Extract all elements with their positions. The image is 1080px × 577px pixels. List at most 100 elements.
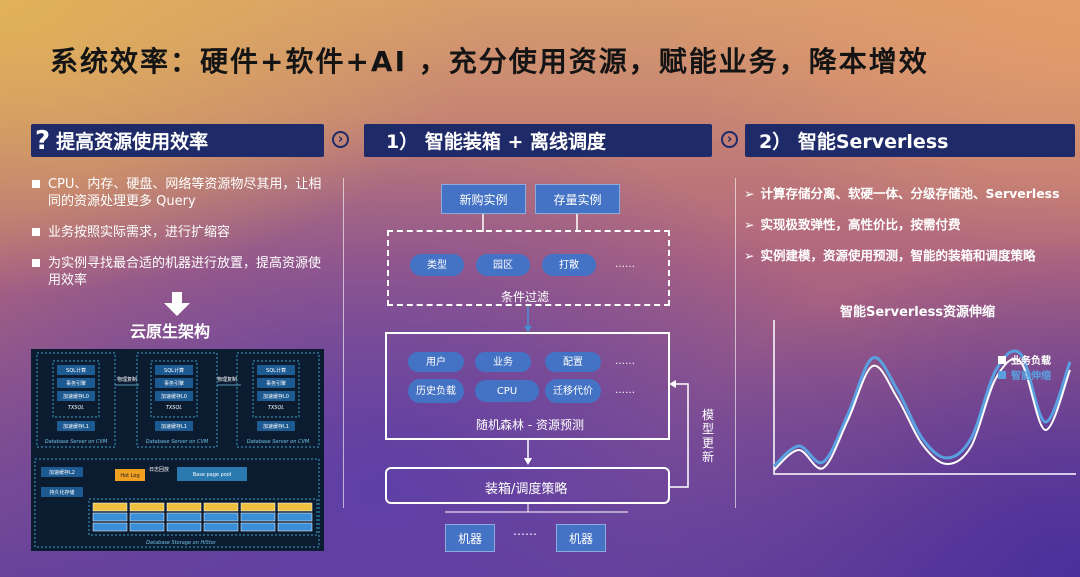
svg-text:加速缓存L1: 加速缓存L1 [263, 423, 289, 430]
flow-connectors [445, 214, 689, 513]
svg-text:加速缓存L0: 加速缓存L0 [263, 393, 289, 400]
filter-more: …… [615, 259, 635, 270]
model-pill: 迁移代价 [545, 379, 601, 403]
existing-instance-node: 存量实例 [535, 184, 620, 214]
filter-pill: 打散 [542, 254, 596, 276]
chart-legend: 业务负载 智能伸缩 [998, 352, 1051, 382]
svg-text:SQL计算: SQL计算 [266, 367, 286, 374]
panel1-bullet: CPU、内存、硬盘、网络等资源物尽其用，让相同的资源处理更多 Query [32, 176, 322, 210]
storage-cell [129, 502, 165, 512]
serverless-chart [772, 320, 1076, 475]
machine-more: …… [513, 524, 537, 538]
filter-pill: 类型 [410, 254, 464, 276]
series-line-1 [772, 349, 1072, 468]
chart-title: 智能Serverless资源伸缩 [840, 305, 996, 320]
svg-text:TXSQL: TXSQL [68, 405, 85, 411]
svg-text:Database Server on CVM: Database Server on CVM [247, 439, 310, 445]
svg-text:持久化存储: 持久化存储 [49, 489, 74, 496]
storage-cell [240, 522, 276, 532]
storage-cell [240, 512, 276, 522]
svg-text:SQL计算: SQL计算 [164, 367, 184, 374]
model-pill: 业务 [475, 352, 531, 372]
svg-text:加速缓存L1: 加速缓存L1 [63, 423, 89, 430]
storage-cell [240, 502, 276, 512]
filter-label: 条件过滤 [501, 290, 550, 304]
legend-swatch [998, 355, 1006, 364]
strategy-box [385, 467, 670, 504]
svg-text:事务引擎: 事务引擎 [164, 380, 184, 387]
storage-cell [92, 522, 128, 532]
cloud-native-label: 云原生架构 [130, 322, 211, 341]
question-icon: ? [35, 125, 51, 156]
model-update-label: 模型更新 [702, 408, 715, 464]
svg-text:Hot Log: Hot Log [120, 473, 139, 479]
storage-cell [129, 512, 165, 522]
page-title: 系统效率：硬件+软件+AI ，充分使用资源，赋能业务，降本增效 [50, 45, 929, 78]
machine-node: 机器 [445, 524, 495, 552]
divider [735, 178, 736, 508]
model-label: 随机森林 - 资源预测 [476, 418, 584, 432]
svg-text:Database Storage on HiStor: Database Storage on HiStor [146, 540, 217, 546]
storage-cell [92, 502, 128, 512]
chevron-right-icon: › [332, 131, 349, 148]
chevron-right-icon: › [721, 131, 738, 148]
svg-text:加速缓存L2: 加速缓存L2 [49, 469, 75, 476]
svg-text:加速缓存L1: 加速缓存L1 [161, 423, 187, 430]
server-node: SQL计算 事务引擎 加速缓存L0 TXSQL 加速缓存L1 Database … [36, 352, 116, 448]
svg-text:日志回放: 日志回放 [149, 466, 169, 473]
model-pill: CPU [475, 380, 539, 402]
model-pill: 历史负载 [408, 379, 464, 403]
svg-text:TXSQL: TXSQL [268, 405, 285, 411]
down-arrow-icon [164, 292, 190, 316]
panel2-header: 1） 智能装箱 + 离线调度 [364, 124, 712, 157]
model-pill: 配置 [545, 352, 601, 372]
storage-cell [203, 512, 239, 522]
svg-text:SQL计算: SQL计算 [66, 367, 86, 374]
storage-cell [166, 502, 202, 512]
panel1-bullet: 为实例寻找最合适的机器进行放置，提高资源使用效率 [32, 255, 322, 289]
model-more: …… [615, 356, 635, 367]
storage-cell [277, 502, 313, 512]
storage-cell [129, 522, 165, 532]
panel1-header-text: 提高资源使用效率 [56, 131, 209, 153]
svg-text:加速缓存L0: 加速缓存L0 [63, 393, 89, 400]
model-box [385, 332, 670, 440]
storage-cell [203, 522, 239, 532]
filter-pill: 园区 [476, 254, 530, 276]
svg-text:物理复制: 物理复制 [217, 376, 237, 383]
panel1-bullets: CPU、内存、硬盘、网络等资源物尽其用，让相同的资源处理更多 Query 业务按… [32, 176, 322, 303]
svg-text:Base page pool: Base page pool [193, 472, 232, 478]
scheduling-flow: 新购实例 存量实例 类型 园区 打散 …… 条件过滤 用户 业务 配置 …… 历… [370, 180, 714, 570]
storage-cell [277, 512, 313, 522]
svg-text:加速缓存L0: 加速缓存L0 [161, 393, 187, 400]
panel3-bullets: ➢计算存储分离、软硬一体、分级存储池、Serverless ➢实现极致弹性，高性… [744, 183, 1080, 276]
series-line-0 [773, 357, 1071, 471]
strategy-label: 装箱/调度策略 [485, 482, 568, 497]
legend-item: 智能伸缩 [998, 367, 1051, 382]
new-instance-node: 新购实例 [441, 184, 526, 214]
legend-swatch [998, 370, 1006, 379]
svg-text:事务引擎: 事务引擎 [66, 380, 86, 387]
svg-text:Database Server on CVM: Database Server on CVM [146, 439, 209, 445]
storage-cell [166, 522, 202, 532]
storage-cell [166, 512, 202, 522]
server-node: SQL计算 事务引擎 加速缓存L0 TXSQL 加速缓存L1 Database … [136, 352, 218, 448]
divider [343, 178, 344, 508]
storage-layer: 加速缓存L2 持久化存储 Hot Log 日志回放 Base page pool… [34, 458, 320, 548]
storage-cell [277, 522, 313, 532]
machine-node: 机器 [556, 524, 606, 552]
panel3-bullet: ➢实例建模，资源使用预测，智能的装箱和调度策略 [744, 248, 1036, 263]
svg-text:TXSQL: TXSQL [166, 405, 183, 411]
svg-text:事务引擎: 事务引擎 [266, 380, 286, 387]
legend-item: 业务负载 [998, 352, 1051, 367]
storage-cell [203, 502, 239, 512]
panel3-bullet: ➢计算存储分离、软硬一体、分级存储池、Serverless [744, 186, 1060, 201]
svg-text:物理复制: 物理复制 [117, 376, 137, 383]
model-more: …… [615, 385, 635, 396]
panel1-bullet: 业务按照实际需求，进行扩缩容 [32, 224, 322, 241]
svg-text:Database Server on CVM: Database Server on CVM [45, 439, 108, 445]
panel3-header: 2） 智能Serverless [745, 124, 1075, 157]
storage-cell [92, 512, 128, 522]
filter-box [387, 230, 670, 306]
chart-axis [773, 320, 1076, 475]
